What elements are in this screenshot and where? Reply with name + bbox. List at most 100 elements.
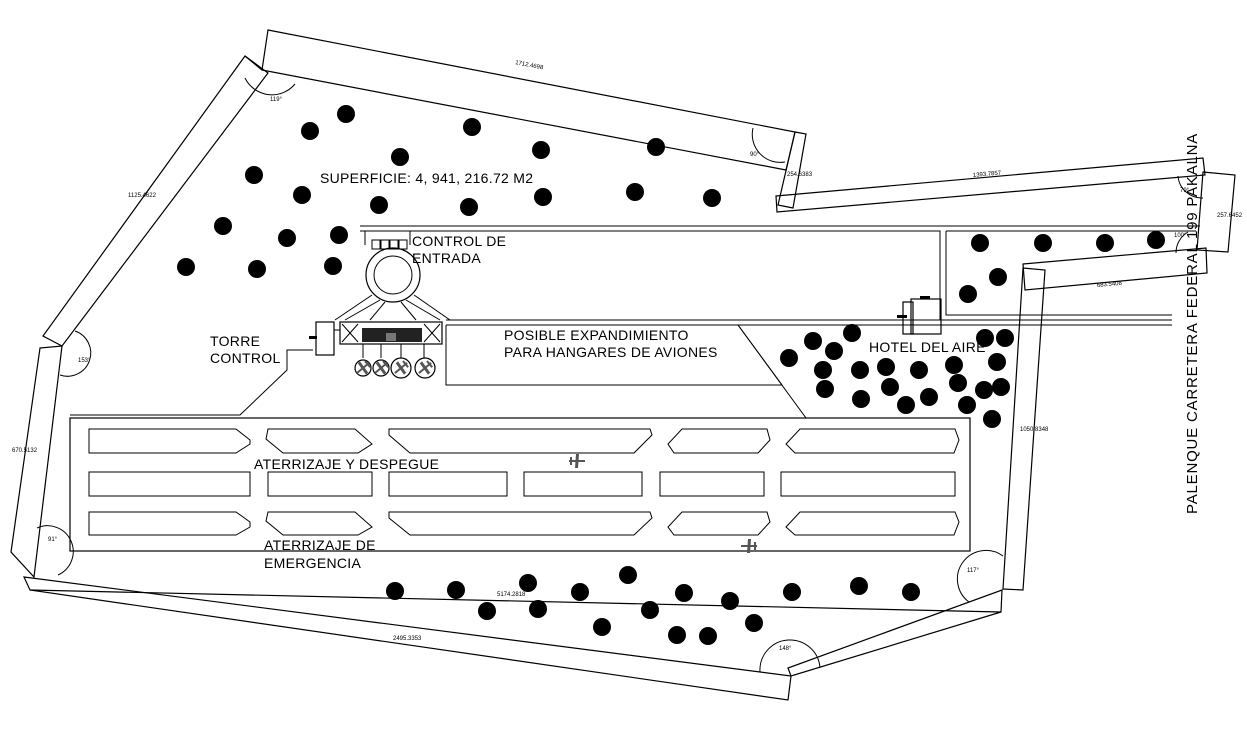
tree-icon [852, 390, 870, 408]
road-label: PALENQUE CARRETERA FEDERAL 199 PAKALNA [1184, 133, 1201, 514]
tree-icon [668, 626, 686, 644]
dim-left: 670.5132 [12, 448, 38, 454]
tree-icon [825, 342, 843, 360]
boundary-inner-bottom [29, 589, 1002, 613]
boundary-strip-right-side [1002, 267, 1046, 591]
boundary-strip-top [261, 29, 796, 171]
tree-icon [626, 183, 644, 201]
tree-icon [177, 258, 195, 276]
area-label: SUPERFICIE: 4, 941, 216.72 M2 [320, 170, 533, 186]
boundary-strip-right-end [1196, 171, 1236, 253]
boundary-strip-top-right [777, 131, 807, 209]
tree-icon [245, 166, 263, 184]
dim-right-end: 257.6452 [1217, 213, 1243, 219]
tree-icon [975, 381, 993, 399]
tree-icon [391, 148, 409, 166]
terminal-building [70, 321, 443, 416]
tree-icon [745, 614, 763, 632]
boundary-strip-left [10, 345, 63, 579]
zone-labels: SUPERFICIE: 4, 941, 216.72 M2 CONTROL DE… [210, 133, 1201, 571]
tree-icon [301, 122, 319, 140]
tree-icon [996, 329, 1014, 347]
angle-right-upper: 79° [1180, 188, 1190, 194]
tree-icon [989, 268, 1007, 286]
dim-top: 1712.4698 [515, 60, 545, 71]
tree-icon [519, 574, 537, 592]
tree-icon [529, 600, 547, 618]
tree-icon [897, 396, 915, 414]
runway-area [69, 417, 971, 553]
dim-upper-left: 1125.4622 [128, 193, 157, 199]
tree-icon [699, 627, 717, 645]
angle-bottom-left: 91° [48, 537, 58, 543]
tree-icon [619, 566, 637, 584]
tree-icon [988, 353, 1006, 371]
angle-arcs [36, 77, 1204, 673]
tree-icon [783, 583, 801, 601]
angle-bottom-right: 117° [967, 568, 980, 574]
boundary-strip-inner-right [1022, 247, 1208, 291]
tree-icon [958, 396, 976, 414]
control-entrada-roundabout [334, 231, 451, 321]
tree-icon [945, 356, 963, 374]
tree-icon [959, 285, 977, 303]
tree-icon [1147, 231, 1165, 249]
dim-right-side: 1050.8348 [1020, 427, 1049, 433]
property-boundary [10, 29, 1236, 701]
dim-inner-right: 683.5408 [1097, 281, 1123, 289]
angle-labels: 119° 90° 79° 100° 153° 91° 117° 148° [48, 97, 1190, 652]
boundary-strip-upper-right [775, 157, 1206, 213]
tree-icon [992, 378, 1010, 396]
dimension-labels: 1712.4698 254.6383 1393.7857 257.6452 68… [12, 60, 1243, 642]
tree-icon [386, 582, 404, 600]
tree-icon [478, 602, 496, 620]
dim-top-right-short: 254.6383 [787, 172, 813, 178]
tree-icon [877, 358, 895, 376]
tree-icon [949, 374, 967, 392]
tree-icon [532, 141, 550, 159]
tree-icon [460, 198, 478, 216]
runway-label: ATERRIZAJE Y DESPEGUE [254, 456, 439, 472]
dim-upper-right: 1393.7857 [973, 170, 1002, 179]
access-road [360, 225, 1200, 419]
tree-icon [920, 388, 938, 406]
tree-icon [593, 618, 611, 636]
tree-icon [881, 378, 899, 396]
tree-icon [214, 217, 232, 235]
dim-bottom-outer: 2495.3353 [393, 636, 422, 642]
tree-icon [1034, 234, 1052, 252]
angle-right-inner: 100° [1174, 233, 1187, 239]
angle-left-mid: 153° [78, 358, 91, 364]
tree-icon [571, 583, 589, 601]
tree-icon [780, 349, 798, 367]
tree-icon [675, 584, 693, 602]
tree-icon [816, 380, 834, 398]
tree-icon [843, 324, 861, 342]
boundary-strip-bottom [23, 576, 792, 701]
tree-icon [293, 186, 311, 204]
tree-icon [641, 601, 659, 619]
tree-icon [248, 260, 266, 278]
torre-control-label-1: TORRE [210, 333, 260, 349]
boundary-strip-upper-left [42, 55, 269, 347]
tree-icon [370, 196, 388, 214]
airplane-icon [569, 454, 585, 468]
boundary-top-edge [244, 55, 263, 71]
tree-icon [721, 592, 739, 610]
emergency-label-1: ATERRIZAJE DE [264, 537, 376, 553]
tree-icon [330, 226, 348, 244]
tree-icon [647, 138, 665, 156]
tree-icon [814, 361, 832, 379]
dim-bottom-inner: 5174.2818 [497, 592, 526, 598]
hotel-building [897, 296, 942, 335]
tree-icon [463, 118, 481, 136]
expansion-label-1: POSIBLE EXPANDIMIENTO [504, 327, 689, 343]
tree-icon [447, 581, 465, 599]
emergency-label-2: EMERGENCIA [264, 555, 361, 571]
torre-control-label-2: CONTROL [210, 350, 281, 366]
control-entrada-label-2: ENTRADA [412, 250, 481, 266]
tree-icon [703, 189, 721, 207]
boundary-strip-bottom-right [787, 589, 1003, 677]
hotel-label: HOTEL DEL AIRE [869, 339, 986, 355]
